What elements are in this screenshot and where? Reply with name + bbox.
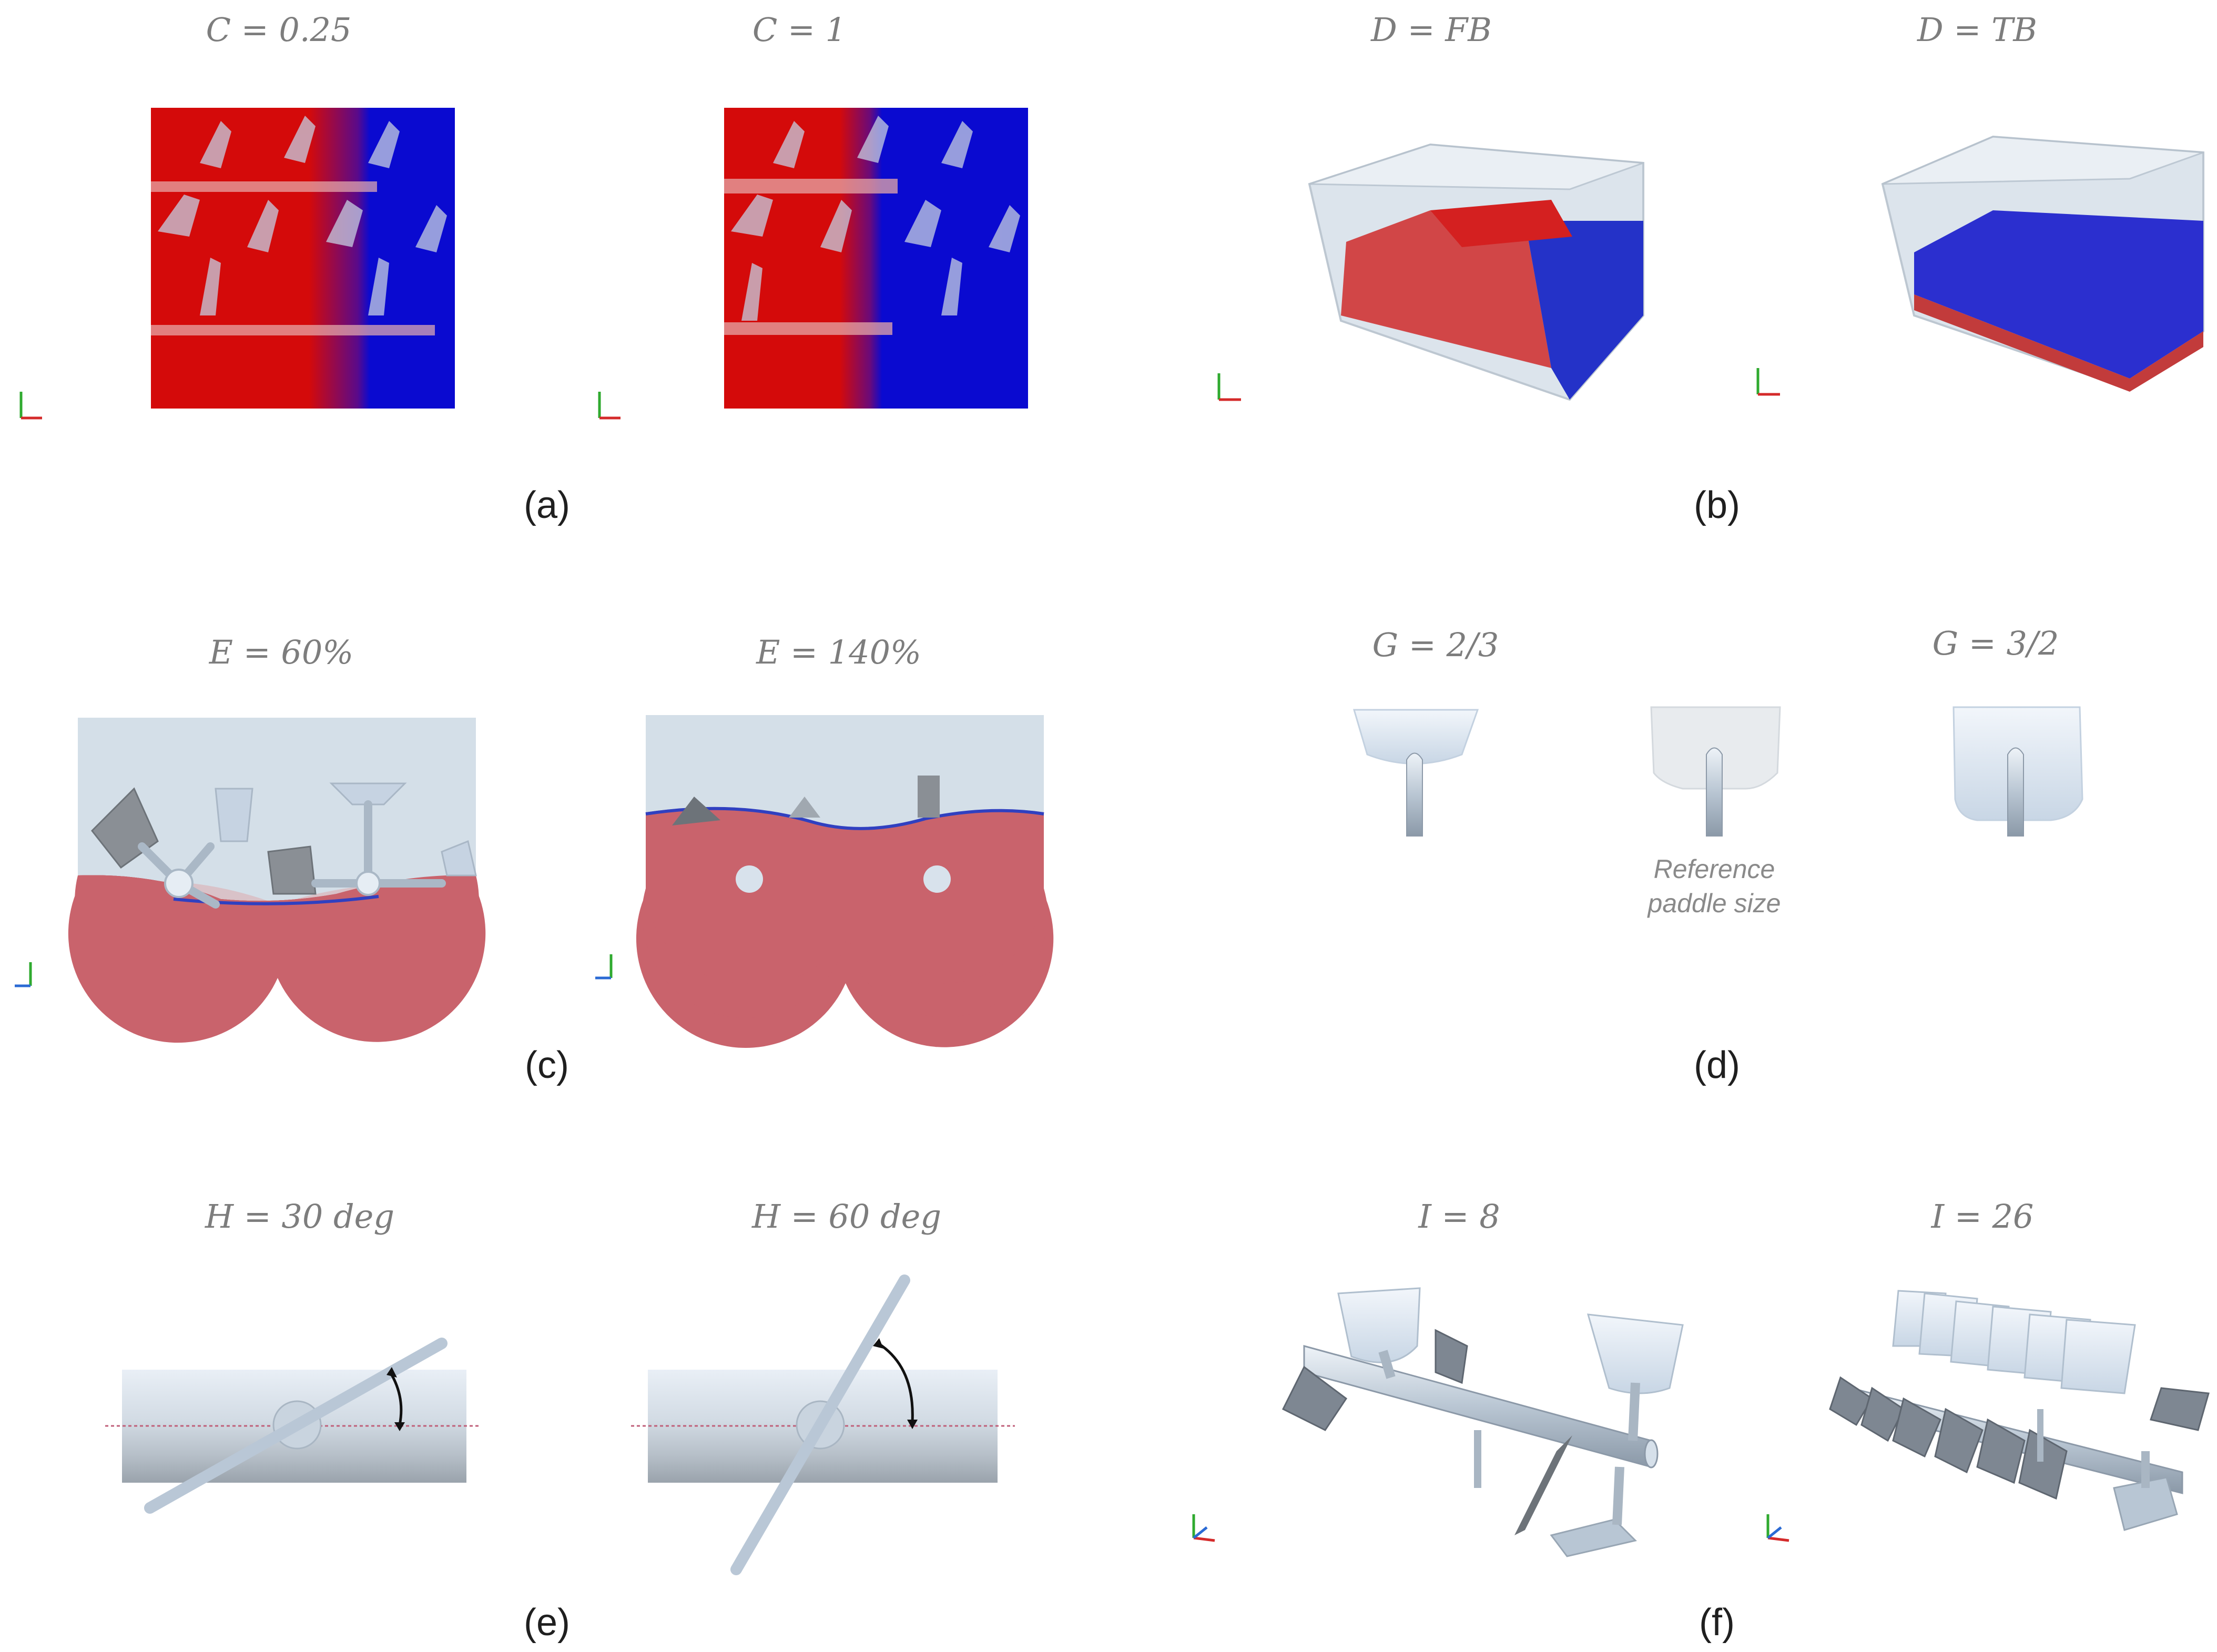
panel-a-caption: (a) <box>524 484 570 526</box>
panel-a-right-axis-triad <box>598 392 621 420</box>
panel-b-left-title: D = FB <box>1370 11 1492 49</box>
panel-e-right-title: H = 60 deg <box>751 1197 941 1236</box>
panel-d-right-title: G = 3/2 <box>1933 624 2059 662</box>
reference-label-line2: paddle size <box>1647 889 1781 918</box>
panel-c-right-axis-triad <box>595 954 613 980</box>
panel-b: D = FB D = TB (b) <box>1217 11 2204 526</box>
panel-c-left-cross-section <box>68 718 486 1043</box>
panel-d: G = 2/3 G = 3/2 Reference paddle size (d… <box>1352 624 2083 1086</box>
panel-b-caption: (b) <box>1694 484 1740 526</box>
panel-f-caption: (f) <box>1699 1602 1735 1644</box>
panel-f: I = 8 I = 26 <box>1192 1197 2210 1644</box>
panel-c: E = 60% E = 140% <box>15 633 1054 1086</box>
panel-e: H = 30 deg H = 60 deg (e) <box>105 1197 1015 1644</box>
panel-a-left-title: C = 0.25 <box>206 11 352 49</box>
agitator-8-paddles <box>1282 1287 1684 1557</box>
panel-a: C = 0.25 C = 1 <box>19 11 1028 526</box>
panel-f-left-title: I = 8 <box>1418 1197 1500 1236</box>
panel-b-right-vessel <box>1881 135 2204 392</box>
panel-a-right-title: C = 1 <box>752 11 846 49</box>
panel-f-right-axis-triad <box>1766 1514 1789 1542</box>
panel-d-left-title: G = 2/3 <box>1372 626 1499 664</box>
panel-c-caption: (c) <box>525 1044 569 1086</box>
panel-a-left-axis-triad <box>19 392 42 420</box>
panel-c-right-title: E = 140% <box>756 633 921 671</box>
panel-b-left-axis-triad <box>1217 373 1241 401</box>
panel-a-left-topview <box>151 108 455 409</box>
paddle-large <box>1952 706 2083 837</box>
panel-e-left-title: H = 30 deg <box>205 1197 394 1236</box>
panel-c-left-title: E = 60% <box>209 633 353 671</box>
paddle-small <box>1352 709 1479 837</box>
panel-d-caption: (d) <box>1694 1044 1740 1086</box>
panel-e-left-shaft <box>105 1338 481 1514</box>
panel-c-left-axis-triad <box>15 962 32 987</box>
panel-e-right-shaft <box>631 1274 1015 1575</box>
panel-b-right-title: D = TB <box>1917 11 2037 49</box>
panel-a-right-topview <box>724 108 1028 409</box>
paddle-reference <box>1650 706 1781 837</box>
panel-f-right-title: I = 26 <box>1931 1197 2034 1236</box>
panel-c-right-cross-section <box>636 715 1054 1048</box>
panel-b-left-vessel <box>1308 143 1644 401</box>
agitator-26-paddles <box>1829 1290 2210 1531</box>
reference-label-line1: Reference <box>1654 854 1775 884</box>
panel-f-left-axis-triad <box>1192 1514 1215 1542</box>
panel-b-right-axis-triad <box>1756 368 1780 396</box>
panel-e-caption: (e) <box>524 1602 570 1644</box>
